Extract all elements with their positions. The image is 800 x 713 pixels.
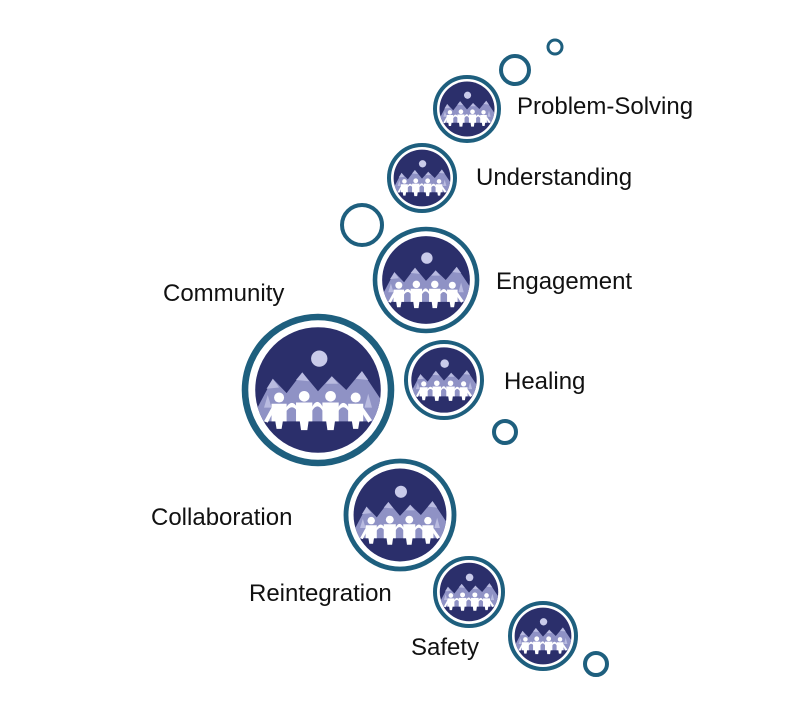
decorative-bubble-2 (499, 54, 531, 86)
decorative-bubble-5 (583, 651, 609, 677)
bubble-healing (404, 340, 484, 420)
label-community: Community (163, 280, 285, 307)
label-engagement: Engagement (496, 268, 633, 295)
bubble-understanding (387, 143, 457, 213)
bubble-reintegration (433, 556, 505, 628)
decorative-bubble-1 (546, 38, 564, 56)
decorative-bubble-3 (340, 203, 384, 247)
label-problem-solving: Problem-Solving (517, 93, 694, 120)
bubble-safety (508, 601, 578, 671)
label-collaboration: Collaboration (151, 504, 293, 531)
bubble-engagement (372, 226, 480, 334)
bubble-problem-solving (433, 75, 501, 143)
label-healing: Healing (504, 368, 586, 395)
bubble-community (241, 313, 395, 467)
label-safety: Safety (411, 634, 480, 661)
bubble-collaboration (343, 458, 457, 572)
label-reintegration: Reintegration (249, 580, 392, 607)
label-understanding: Understanding (476, 164, 633, 191)
decorative-bubble-4 (492, 419, 518, 445)
